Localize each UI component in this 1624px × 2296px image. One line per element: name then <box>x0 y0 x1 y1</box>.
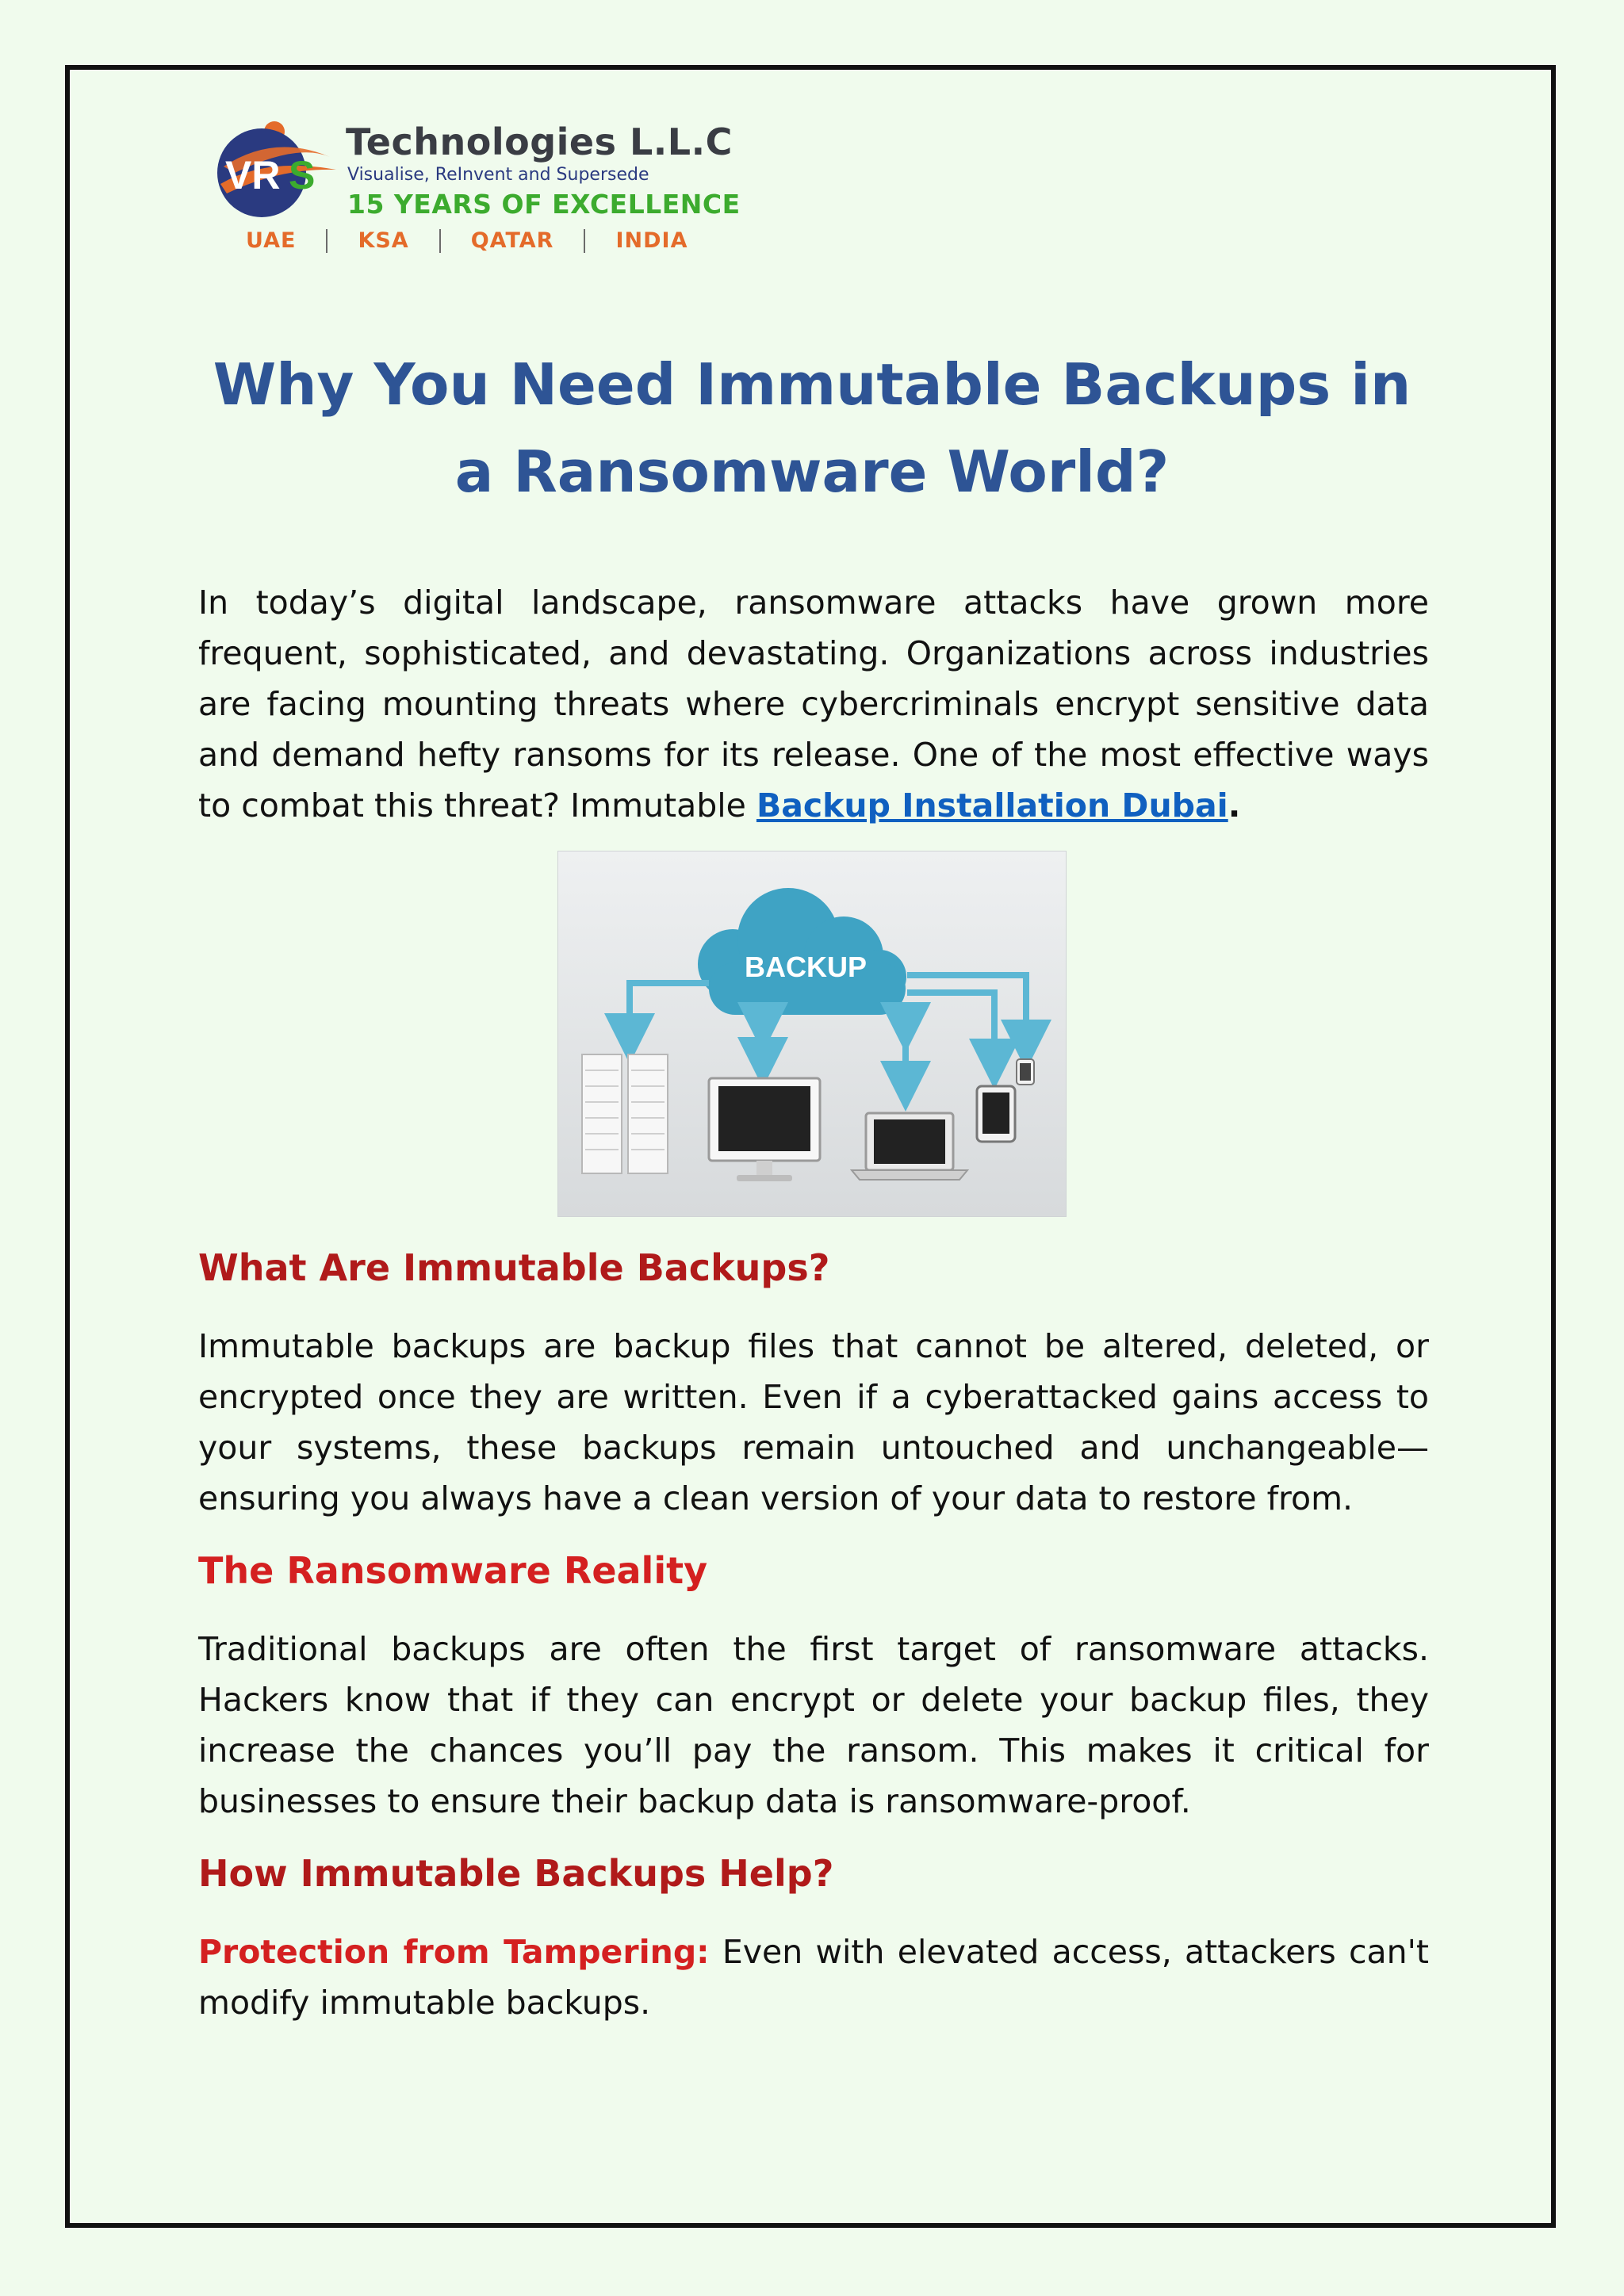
backup-diagram: BACKUP <box>581 888 1051 1181</box>
benefit-lead: Protection from Tampering: <box>198 1933 710 1971</box>
server-rack-icon <box>581 1054 668 1174</box>
page-title: Why You Need Immutable Backups in a Rans… <box>213 351 1411 505</box>
region-divider <box>326 228 328 253</box>
desktop-monitor-icon <box>707 1077 822 1181</box>
region-list: UAE KSA QATAR INDIA <box>246 228 688 253</box>
region-qatar: QATAR <box>470 228 554 253</box>
section-heading-how-help: How Immutable Backups Help? <box>198 1852 834 1895</box>
benefit-text: Even with elevated access, attackers can… <box>198 1933 1429 2022</box>
section-heading-reality: The Ransomware Reality <box>198 1549 708 1592</box>
region-divider <box>439 228 441 253</box>
tablet-icon <box>975 1085 1017 1143</box>
section-body-what-are: Immutable backups are backup files that … <box>198 1327 1429 1517</box>
cloud-label: BACKUP <box>745 951 867 983</box>
company-logo: VR S Technologies L.L.C Visualise, ReInv… <box>203 111 740 270</box>
laptop-icon <box>849 1112 970 1181</box>
page-border <box>65 65 1556 2228</box>
backup-installation-link[interactable]: Backup Installation Dubai <box>756 786 1228 825</box>
phone-icon <box>1016 1058 1035 1085</box>
cloud-icon: BACKUP <box>698 888 906 1015</box>
years-of-excellence: 15 YEARS OF EXCELLENCE <box>347 189 741 220</box>
intro-text: In today’s digital landscape, ransomware… <box>198 584 1429 825</box>
region-uae: UAE <box>246 228 297 253</box>
intro-paragraph: In today’s digital landscape, ransomware… <box>198 577 1429 831</box>
region-divider <box>584 228 586 253</box>
svg-text:S: S <box>289 153 315 197</box>
vrs-globe-icon: VR S <box>217 121 336 217</box>
intro-trailing: . <box>1228 786 1241 825</box>
region-ksa: KSA <box>358 228 409 253</box>
section-body-reality: Traditional backups are often the first … <box>198 1630 1429 1820</box>
sync-arrows <box>604 972 1051 1112</box>
backup-illustration: BACKUP <box>558 851 1066 1216</box>
benefit-item: Protection from Tampering: Even with ele… <box>198 1927 1429 2028</box>
company-tagline: Visualise, ReInvent and Supersede <box>347 165 649 185</box>
svg-text:VR: VR <box>225 153 280 197</box>
company-name: Technologies L.L.C <box>346 121 733 163</box>
section-heading-what-are: What Are Immutable Backups? <box>198 1246 830 1289</box>
region-india: INDIA <box>615 228 688 253</box>
